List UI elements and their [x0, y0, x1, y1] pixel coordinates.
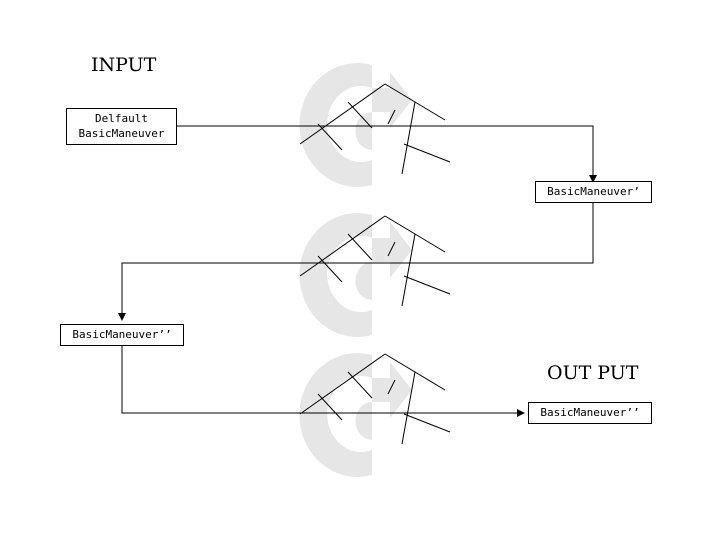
- cycle-arrow-icon: [299, 62, 412, 187]
- output-maneuver-box: BasicManeuver’’: [528, 402, 652, 424]
- output-maneuver-label: BasicManeuver’’: [540, 406, 640, 419]
- connector-double-prime-to-output: [121, 346, 525, 417]
- input-label: INPUT: [91, 54, 157, 76]
- connector-input-to-prime: [177, 125, 597, 183]
- output-label: OUT PUT: [547, 362, 639, 384]
- default-maneuver-line1: Delfault: [95, 112, 148, 125]
- maneuver-double-prime-label: BasicManeuver’’: [72, 328, 172, 341]
- cycle-arrow-icon: [299, 353, 412, 477]
- maneuver-double-prime-box: BasicManeuver’’: [60, 324, 184, 346]
- maneuver-prime-box: BasicManeuver’: [535, 181, 652, 203]
- connector-prime-to-double-prime: [118, 203, 594, 321]
- default-maneuver-line2: BasicManeuver: [78, 127, 165, 140]
- default-maneuver-box: Delfault BasicManeuver: [66, 108, 177, 145]
- maneuver-prime-label: BasicManeuver’: [547, 185, 640, 198]
- cycle-arrow-icon: [299, 213, 412, 337]
